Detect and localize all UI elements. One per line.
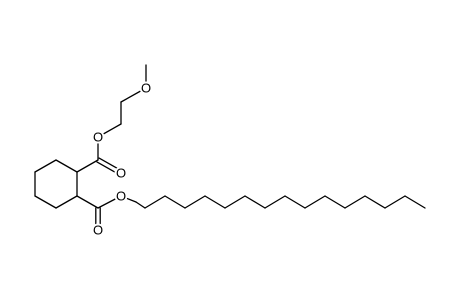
bond-p6-p7 [224,195,246,209]
bond-p9-p10 [284,195,306,209]
bond-p7-p8 [244,195,266,209]
bond-r6-c_carbonyl2 [76,195,99,209]
bond-p14-p15 [384,195,406,209]
single-bond-line [244,195,266,209]
single-bond-line [364,195,386,209]
single-bond-line [204,195,226,209]
single-bond-line [344,195,366,209]
bond-p13-p14 [364,195,386,209]
single-bond-line [55,195,78,209]
bond-p3-p4 [164,195,186,209]
atom-label-background [114,166,128,180]
single-bond-line [34,159,57,173]
atom-o_carbonyl1: O [114,166,128,181]
single-bond-line [184,195,206,209]
oxygen-atom-label: O [93,130,103,145]
bonds-layer [34,64,426,231]
single-bond-line [384,195,406,209]
single-bond-line [55,159,78,173]
single-bond-line [404,195,426,209]
atom-label-background [139,81,153,95]
bond-c_carbonyl1-r1 [76,159,99,173]
single-bond-line [324,195,346,209]
atom-label-background [91,130,105,144]
bond-p5-p6 [204,195,226,209]
single-bond-line [304,195,326,209]
bond-r1-r2 [55,159,78,173]
bond-r4-r5 [34,195,57,209]
atom-o_carbonyl2: O [91,223,105,238]
single-bond-line [76,195,99,209]
single-bond-line [34,195,57,209]
atom-o_ester1: O [91,130,105,145]
atom-o_ether: O [139,81,153,96]
bond-p11-p12 [324,195,346,209]
single-bond-line [224,195,246,209]
bond-p4-p5 [184,195,206,209]
oxygen-atom-label: O [93,223,103,238]
oxygen-atom-label: O [116,189,126,204]
single-bond-line [264,195,286,209]
single-bond-line [144,195,166,209]
single-bond-line [76,159,99,173]
bond-p12-p13 [344,195,366,209]
bond-p8-p9 [264,195,286,209]
atom-label-background [91,223,105,237]
atom-label-background [114,189,128,203]
bond-r2-r3 [34,159,57,173]
bond-p2-p3 [144,195,166,209]
bond-p10-p11 [304,195,326,209]
bond-p1-p2 [135,201,146,209]
bond-r5-r6 [55,195,78,209]
bond-p15-p16 [404,195,426,209]
single-bond-line [164,195,186,209]
oxygen-atom-label: O [116,166,126,181]
atom-o_ester2: O [114,189,128,204]
single-bond-line [135,201,146,209]
oxygen-atom-label: O [141,81,151,96]
single-bond-line [284,195,306,209]
